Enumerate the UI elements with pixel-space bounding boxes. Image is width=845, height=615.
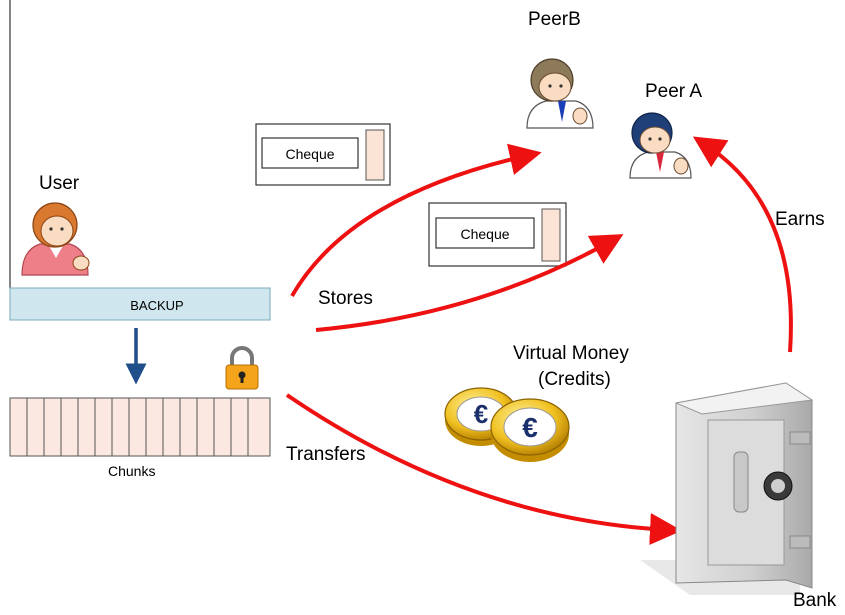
earns-label: Earns [775, 209, 825, 230]
transfer-arrow-to-bank [285, 393, 682, 545]
lock-icon [225, 346, 259, 390]
store-arrow-to-peer-a [315, 234, 624, 332]
credits-label: (Credits) [538, 369, 611, 390]
peer-b-label: PeerB [528, 9, 581, 30]
euro-coin-icon: € € [444, 387, 570, 462]
backup-label: BACKUP [130, 298, 183, 313]
chunks-label: Chunks [108, 463, 156, 479]
cheque-1-label: Cheque [285, 146, 334, 162]
transfers-label: Transfers [286, 444, 366, 465]
backup-bar [9, 287, 271, 321]
peer-b-icon [526, 58, 594, 129]
earns-arrow-to-peer-a [692, 136, 793, 353]
user-icon [21, 202, 90, 276]
cheque-2 [428, 202, 567, 267]
peer-a-icon [629, 112, 692, 179]
user-label: User [39, 173, 80, 194]
svg-text:€: € [474, 399, 488, 429]
store-arrow-to-peer-b [290, 143, 542, 297]
virtual-money-label: Virtual Money [513, 343, 629, 364]
cheque-2-label: Cheque [460, 226, 509, 242]
bank-vault-icon [640, 382, 814, 595]
stores-label: Stores [318, 288, 373, 309]
svg-text:€: € [522, 412, 538, 443]
chunks-strip [9, 397, 271, 457]
bank-label: Bank [793, 590, 837, 611]
peer-a-label: Peer A [645, 81, 703, 102]
cheque-1 [255, 123, 391, 186]
